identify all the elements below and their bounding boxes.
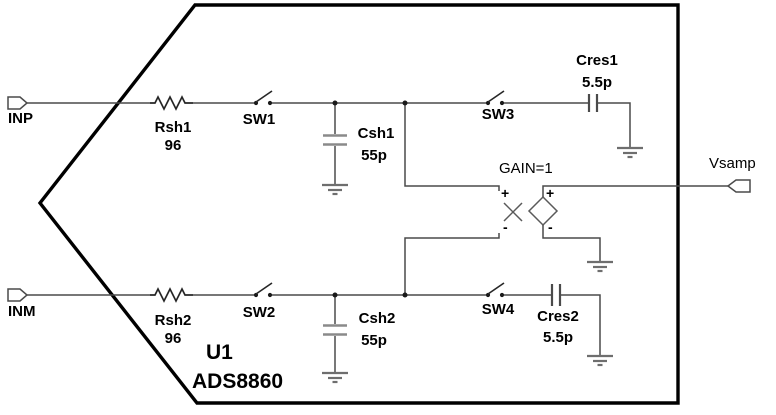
capacitor-csh2 (323, 295, 347, 372)
cres1-value-label: 5.5p (581, 74, 612, 91)
csh2-name-label: Csh2 (358, 310, 396, 327)
sw3-label: SW3 (481, 106, 515, 123)
ground-symbol-cres1 (617, 146, 643, 159)
rsh1-name-label: Rsh1 (154, 119, 192, 136)
output-plus-sign: + (546, 185, 555, 201)
switch-sw4 (485, 282, 505, 298)
sw1-label: SW1 (242, 111, 276, 128)
vcvs-sense-cross (503, 202, 523, 222)
rsh1-value-label: 96 (164, 137, 182, 154)
inp-port-tag (7, 96, 29, 110)
inp-port-label: INP (8, 110, 34, 127)
gain-label: GAIN=1 (499, 160, 553, 177)
capacitor-csh1 (323, 103, 347, 184)
sense-minus-sign: - (503, 219, 508, 235)
ic-refdes-label: U1 (206, 341, 233, 364)
sense-plus-sign: + (501, 185, 510, 201)
sw4-label: SW4 (481, 301, 515, 318)
junction-dots (332, 100, 408, 298)
inm-port-tag (7, 288, 29, 302)
rsh2-value-label: 96 (164, 330, 182, 347)
inm-port-label: INM (8, 303, 36, 320)
sw2-label: SW2 (242, 304, 276, 321)
ic-part-number-label: ADS8860 (192, 370, 284, 393)
vsamp-port-label: Vsamp (709, 155, 756, 172)
ground-symbol-vcvs (587, 260, 613, 273)
resistor-rsh2 (150, 287, 193, 303)
csh1-name-label: Csh1 (357, 125, 395, 142)
switch-sw3 (485, 90, 505, 106)
ground-symbol-csh2 (322, 371, 348, 384)
capacitor-cres2 (550, 284, 562, 306)
csh2-value-label: 55p (361, 332, 387, 349)
ground-symbol-cres2 (587, 354, 613, 367)
csh1-value-label: 55p (361, 147, 387, 164)
output-minus-sign: - (548, 219, 553, 235)
wire-inp-rail (27, 102, 631, 147)
vcvs-sense-wires (404, 103, 500, 295)
switch-sw2 (253, 282, 273, 298)
cres1-name-label: Cres1 (576, 52, 618, 69)
cres2-name-label: Cres2 (537, 308, 579, 325)
cres2-value-label: 5.5p (542, 329, 573, 346)
resistor-rsh1 (150, 95, 193, 111)
wire-vsamp-output (542, 185, 728, 261)
ground-symbol-csh1 (322, 183, 348, 196)
rsh2-name-label: Rsh2 (154, 312, 192, 329)
switch-sw1 (253, 90, 273, 106)
capacitor-cres1 (587, 94, 599, 112)
wire-inm-rail (27, 294, 601, 355)
vsamp-port-tag (726, 179, 751, 193)
ic-boundary-outline (37, 3, 680, 405)
